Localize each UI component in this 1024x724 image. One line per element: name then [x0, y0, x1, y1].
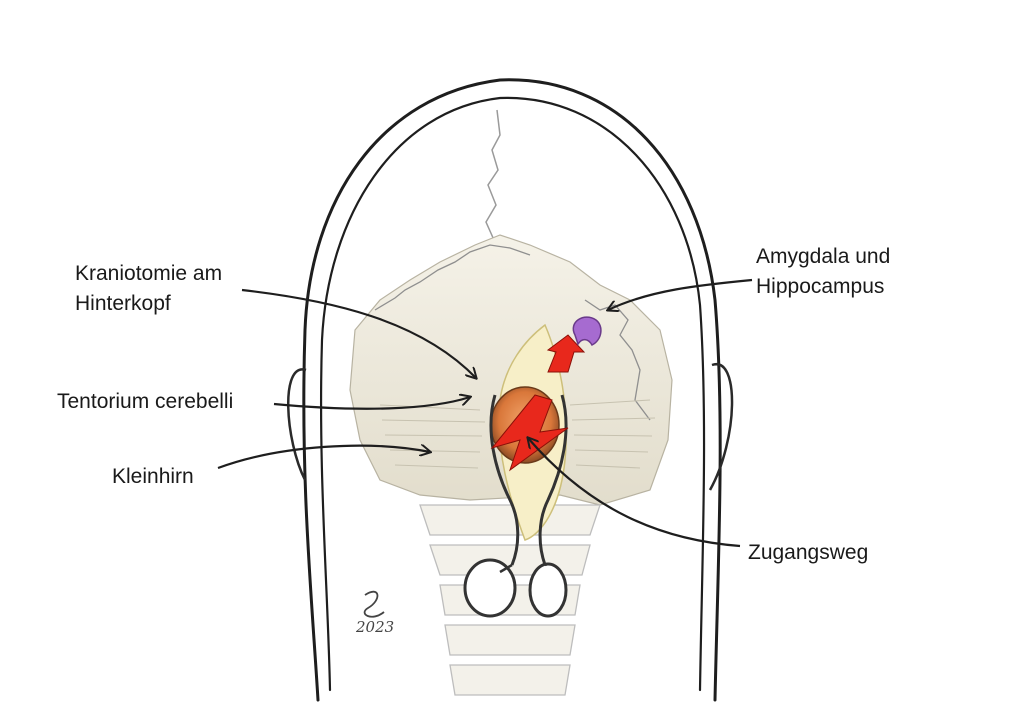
access-arrows — [490, 334, 586, 472]
label-kraniotomie: Kraniotomie am Hinterkopf — [75, 259, 222, 319]
leader-kleinhirn — [217, 446, 430, 470]
lambdoid-suture — [374, 244, 651, 421]
leader-lines — [217, 278, 753, 548]
svg-text:2023: 2023 — [355, 618, 394, 636]
leader-kraniotomie — [241, 288, 476, 378]
leader-tentorium — [273, 397, 470, 410]
label-kraniotomie-line2: Hinterkopf — [75, 292, 171, 315]
retractor-instrument — [463, 394, 568, 618]
access-arrow-main — [490, 394, 569, 472]
head-outline — [302, 78, 722, 702]
leader-amygdala — [608, 278, 753, 310]
label-kleinhirn: Kleinhirn — [112, 465, 194, 488]
label-amygdala-line2: Hippocampus — [756, 275, 885, 298]
artist-signature: 2023 — [355, 590, 394, 636]
cerebellum-shading — [379, 399, 656, 469]
amygdala-hippocampus — [572, 316, 602, 346]
label-kraniotomie-line1: Kraniotomie am — [75, 262, 223, 285]
label-zugangsweg: Zugangsweg — [748, 541, 869, 564]
ears — [286, 363, 734, 491]
access-arrow-upper — [546, 334, 586, 373]
label-amygdala-line1: Amygdala und — [756, 245, 891, 268]
label-tentorium: Tentorium cerebelli — [57, 390, 234, 413]
label-amygdala-hippocampus: Amygdala und Hippocampus — [756, 242, 890, 302]
leader-zugangsweg — [528, 438, 741, 548]
sagittal-suture — [485, 109, 501, 241]
